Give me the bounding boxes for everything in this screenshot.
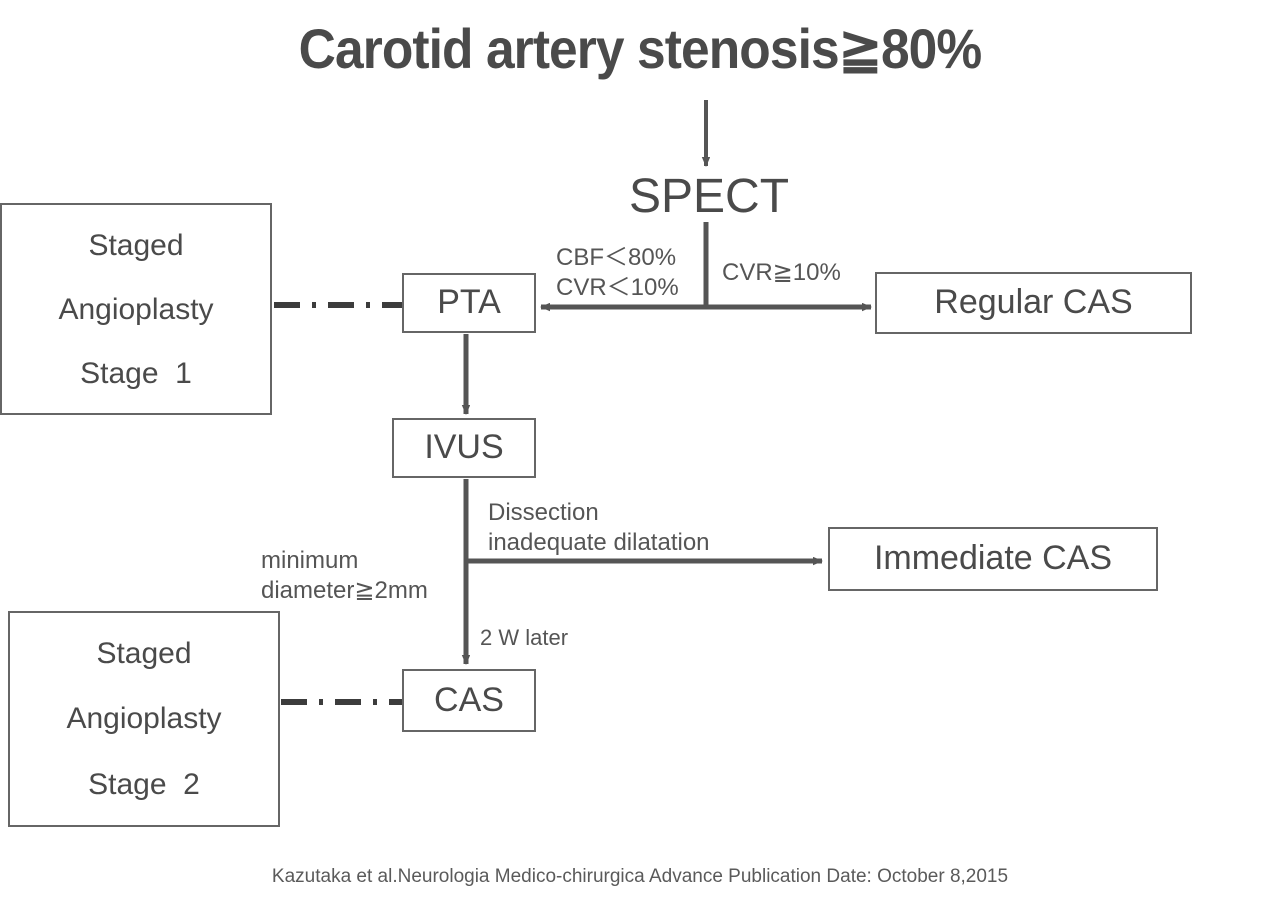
node-label: IVUS (424, 428, 504, 467)
edge-label-cbf-threshold: CBF＜80% (556, 244, 677, 271)
node-line-2: Angioplasty (58, 292, 214, 326)
page-title: Carotid artery stenosis≧80% (298, 17, 983, 80)
node-line-1: Staged (96, 637, 192, 671)
source-citation: Kazutaka et al.Neurologia Medico-chirurg… (271, 866, 1009, 887)
node-line-2: Angioplasty (66, 702, 222, 736)
edge-label-min-diameter-line1: minimum (261, 547, 359, 574)
node-label: PTA (437, 283, 501, 322)
node-immediate-cas[interactable]: Immediate CAS (828, 527, 1158, 591)
node-spect[interactable]: SPECT (628, 170, 790, 223)
node-line-3: Stage 1 (80, 356, 192, 390)
node-line-1: Staged (88, 228, 184, 262)
edge-label-cvr-low: CVR＜10% (556, 274, 679, 301)
edge-label-cvr-ok: CVR≧10% (722, 259, 841, 286)
node-line-3: Stage 2 (88, 767, 200, 801)
node-pta[interactable]: PTA (402, 273, 536, 333)
node-staged-angioplasty-stage-2[interactable]: Staged Angioplasty Stage 2 (8, 611, 280, 827)
edge-label-dissection-line1: Dissection (488, 499, 599, 526)
node-label: CAS (434, 680, 504, 719)
node-staged-angioplasty-stage-1[interactable]: Staged Angioplasty Stage 1 (0, 203, 272, 415)
node-label: Immediate CAS (873, 539, 1113, 578)
node-label: Regular CAS (934, 283, 1133, 322)
edge-label-dissection-line2: inadequate dilatation (488, 529, 710, 556)
node-cas[interactable]: CAS (402, 669, 536, 732)
node-regular-cas[interactable]: Regular CAS (875, 272, 1192, 334)
node-ivus[interactable]: IVUS (392, 418, 536, 478)
edge-label-min-diameter-line2: diameter≧2mm (261, 577, 428, 604)
edge-label-two-weeks-later: 2 W later (480, 625, 569, 650)
